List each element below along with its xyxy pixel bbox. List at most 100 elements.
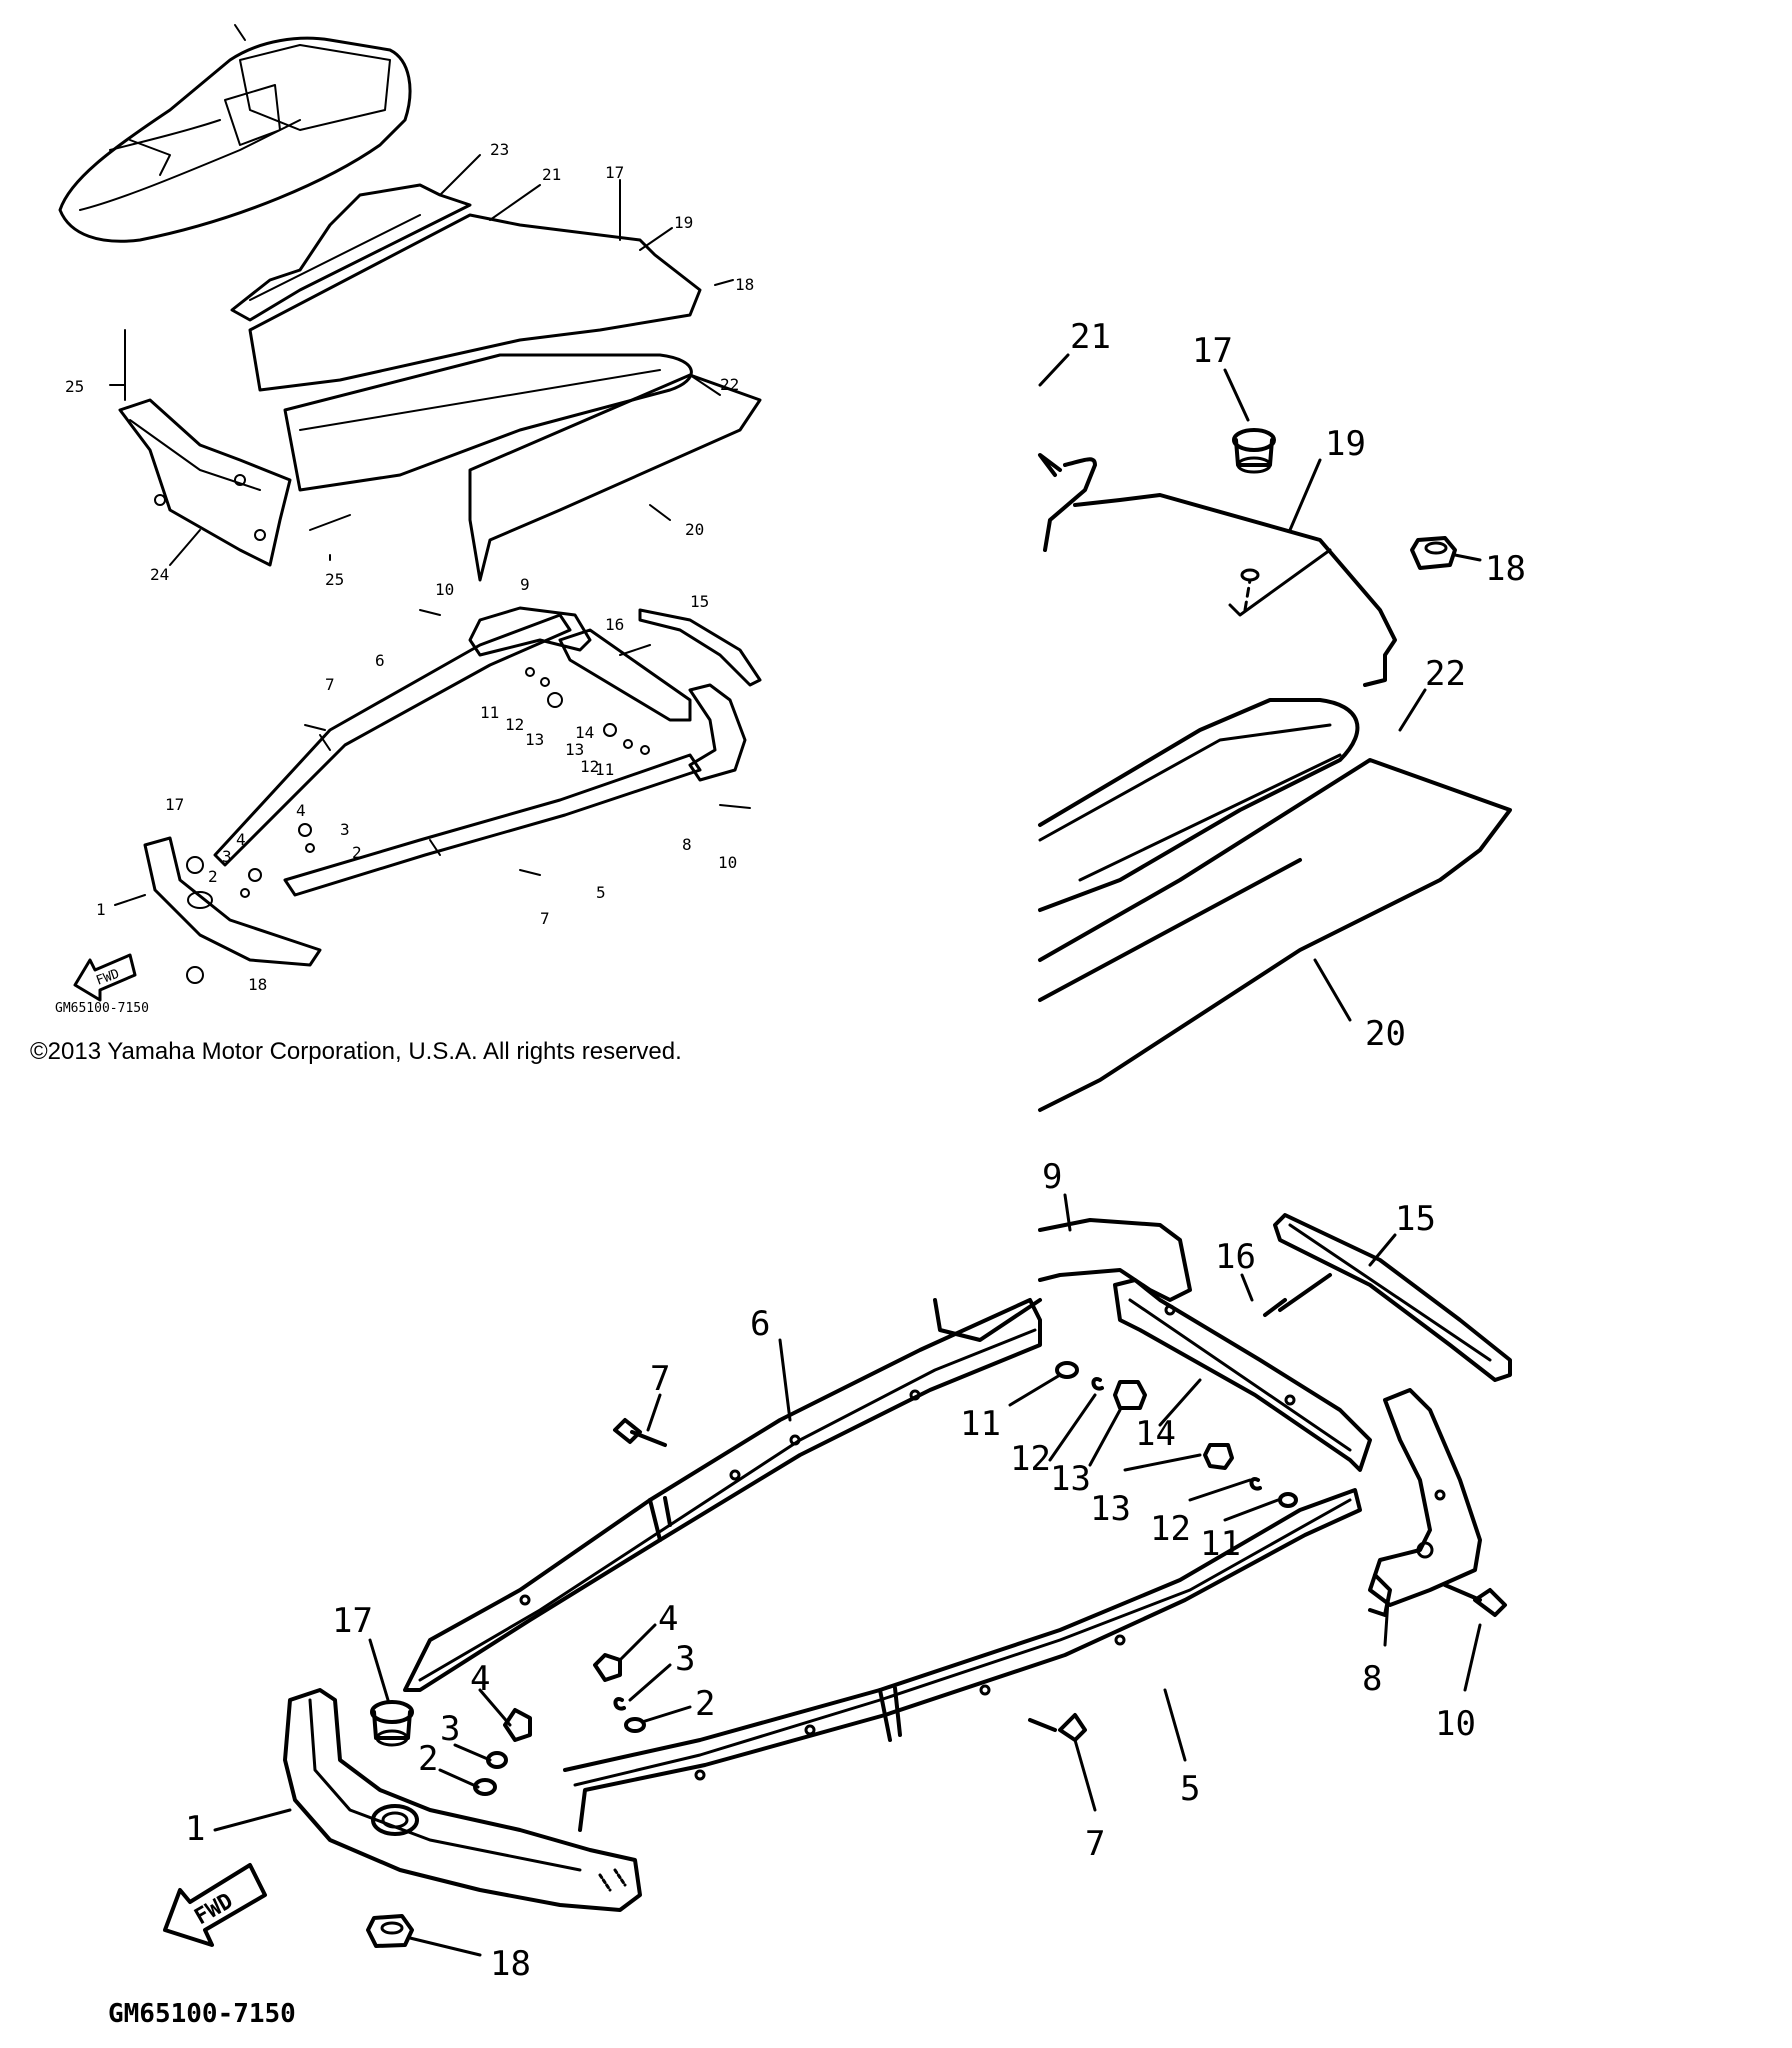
overview-callout-7: 7 — [540, 909, 550, 928]
hardware-small — [186, 609, 751, 984]
overview-callout-24: 24 — [150, 565, 169, 584]
overview-callout-5: 5 — [596, 883, 606, 902]
overview-callout-13: 13 — [565, 740, 584, 759]
overview-callout-6: 6 — [375, 651, 385, 670]
overview-callout-10: 10 — [435, 580, 454, 599]
detail-mat-22 — [1038, 698, 1360, 912]
rail-14-small — [558, 628, 692, 722]
overview-callout-13: 13 — [525, 730, 544, 749]
detail-callout-12: 12 — [1010, 1439, 1051, 1479]
detail-diagram: FWD — [163, 353, 1512, 1957]
detail-callout-11: 11 — [960, 1404, 1001, 1444]
detail-callout-20: 20 — [1365, 1014, 1406, 1054]
overview-callout-21: 21 — [542, 165, 561, 184]
overview-callout-1: 1 — [96, 900, 106, 919]
detail-callout-12: 12 — [1150, 1509, 1191, 1549]
detail-sponson-8 — [1368, 1388, 1482, 1617]
overview-callout-4: 4 — [296, 801, 306, 820]
overview-callout-16: 16 — [605, 615, 624, 634]
overview-callout-25: 25 — [325, 570, 344, 589]
detail-callout-6: 6 — [750, 1304, 770, 1344]
bumper-1-small — [143, 836, 322, 967]
overview-callout-17: 17 — [165, 795, 184, 814]
fwd-arrow-icon: FWD — [73, 953, 137, 1002]
rail-5-small — [283, 753, 702, 897]
rail-6-small — [213, 613, 572, 867]
detail-callout-9: 9 — [1042, 1157, 1062, 1197]
detail-rail-14 — [1113, 1278, 1372, 1472]
detail-callout-1: 1 — [185, 1809, 205, 1849]
detail-callout-14: 14 — [1135, 1414, 1176, 1454]
watercraft-illustration — [58, 24, 412, 243]
detail-callout-4: 4 — [470, 1659, 490, 1699]
sponson-8-small — [688, 683, 747, 782]
overview-callout-3: 3 — [222, 847, 232, 866]
detail-callout-22: 22 — [1425, 654, 1466, 694]
overview-callouts: 23 21 17 19 18 25 22 25 24 20 10 9 16 15… — [65, 140, 754, 994]
detail-callout-2: 2 — [695, 1684, 715, 1724]
detail-callout-4: 4 — [658, 1599, 678, 1639]
part-code-large: GM65100-7150 — [108, 1999, 296, 2029]
detail-mat-20 — [1038, 758, 1512, 1112]
detail-callout-13: 13 — [1090, 1489, 1131, 1529]
detail-callout-5: 5 — [1180, 1769, 1200, 1809]
detail-callout-19: 19 — [1325, 424, 1366, 464]
detail-callout-2: 2 — [418, 1739, 438, 1779]
overview-callout-2: 2 — [208, 867, 218, 886]
overview-leaders — [109, 154, 734, 906]
overview-callout-20: 20 — [685, 520, 704, 539]
overview-callout-25: 25 — [65, 377, 84, 396]
overview-callout-22: 22 — [720, 375, 739, 394]
mat-22 — [283, 353, 693, 492]
part-code-small: GM65100-7150 — [55, 1001, 149, 1016]
overview-callout-15: 15 — [690, 592, 709, 611]
overview-callout-11: 11 — [480, 703, 499, 722]
detail-callout-7: 7 — [1085, 1824, 1105, 1864]
bracket-9-small — [468, 606, 592, 657]
overview-callout-19: 19 — [674, 213, 693, 232]
overview-callout-11: 11 — [595, 760, 614, 779]
detail-rail-6 — [403, 1298, 1042, 1692]
overview-callout-10: 10 — [718, 853, 737, 872]
overview-callout-18: 18 — [248, 975, 267, 994]
detail-callout-16: 16 — [1215, 1237, 1256, 1277]
overview-callout-4: 4 — [236, 830, 246, 849]
copyright-notice: ©2013 Yamaha Motor Corporation, U.S.A. A… — [30, 1038, 682, 1065]
detail-callout-3: 3 — [675, 1639, 695, 1679]
overview-callout-7: 7 — [325, 675, 335, 694]
mat-21 — [248, 213, 702, 392]
overview-callout-23: 23 — [490, 140, 509, 159]
overview-callout-12: 12 — [505, 715, 524, 734]
detail-bracket-9 — [933, 1218, 1192, 1342]
strip-15-small — [638, 608, 762, 687]
detail-hardware — [366, 428, 1507, 1948]
overview-callout-2: 2 — [352, 843, 362, 862]
detail-rail-5 — [563, 1488, 1362, 1832]
overview-callout-18: 18 — [735, 275, 754, 294]
overview-callout-17: 17 — [605, 163, 624, 182]
detail-callout-17: 17 — [332, 1601, 373, 1641]
mat-23 — [230, 183, 472, 322]
detail-leaders — [213, 353, 1482, 1957]
detail-callout-11: 11 — [1200, 1524, 1241, 1564]
detail-callouts: 21 17 19 18 22 20 9 15 16 6 7 11 12 13 1… — [185, 317, 1526, 1984]
detail-callout-21: 21 — [1070, 317, 1111, 357]
detail-strip-15 — [1273, 1213, 1512, 1382]
detail-callout-18: 18 — [490, 1944, 531, 1984]
overview-callout-14: 14 — [575, 723, 594, 742]
detail-callout-18: 18 — [1485, 549, 1526, 589]
detail-callout-10: 10 — [1435, 1704, 1476, 1744]
fwd-arrow-large-icon: FWD — [163, 1863, 267, 1947]
detail-mat-19 — [1038, 453, 1397, 687]
overview-callout-9: 9 — [520, 575, 530, 594]
mat-20 — [468, 373, 762, 582]
detail-bumper-1 — [283, 1688, 642, 1912]
detail-callout-3: 3 — [440, 1709, 460, 1749]
detail-callout-7: 7 — [650, 1359, 670, 1399]
detail-callout-15: 15 — [1395, 1199, 1436, 1239]
overview-callout-8: 8 — [682, 835, 692, 854]
overview-callout-12: 12 — [580, 757, 599, 776]
cover-24 — [118, 329, 351, 567]
